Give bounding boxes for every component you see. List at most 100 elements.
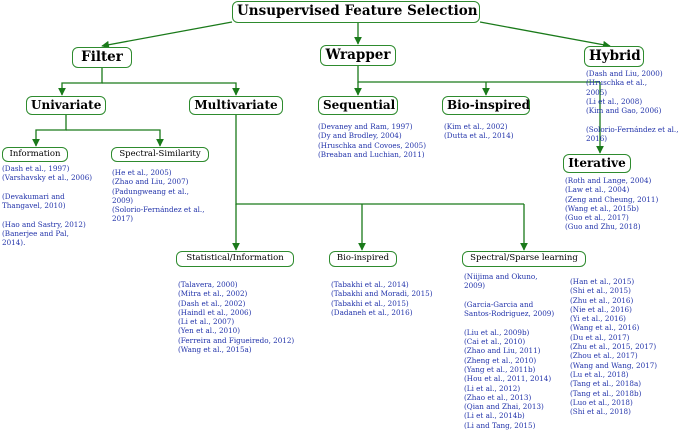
edge-filter-multivariate — [102, 82, 240, 96]
reference-line: (Li et al., 2012) — [464, 383, 521, 393]
edge-root-hybrid — [479, 21, 611, 49]
reference-line: (Cai et al., 2010) — [464, 337, 526, 347]
bio-inspired-multivariate-references: (Tabakhi et al., 2014)(Tabakhi and Morad… — [331, 280, 433, 317]
edge-univariate-spectral — [66, 129, 164, 147]
reference-line — [586, 115, 679, 124]
reference-line: (Guo et al., 2017) — [565, 213, 629, 223]
edge-wrapper-split — [357, 66, 600, 83]
reference-line — [2, 183, 92, 192]
hybrid-references: (Dash and Liu, 2000)(Hruschka et al.,200… — [586, 69, 679, 143]
reference-line — [464, 291, 554, 300]
edge-root-filter — [101, 21, 233, 49]
reference-line: (Tabakhi and Moradi, 2015) — [331, 289, 433, 299]
reference-line: (Breaban and Luchian, 2011) — [318, 149, 425, 159]
reference-line: (Devaney and Ram, 1997) — [318, 122, 413, 131]
reference-line: 2009) — [112, 195, 134, 205]
reference-line: (Qian and Zhai, 2013) — [464, 402, 544, 412]
root-node: Unsupervised Feature Selection — [232, 1, 480, 23]
reference-line: (Law et al., 2004) — [565, 185, 630, 195]
reference-line: (Solorio-Fernández et al., — [586, 124, 679, 134]
spectral-sparse-references-col1: (Niijima and Okuno,2009) (Garcia-Garcia … — [464, 272, 554, 430]
reference-line: (Mitra et al., 2002) — [178, 289, 248, 299]
reference-line: 2005) — [586, 87, 608, 97]
edge-filter-split — [58, 67, 103, 96]
reference-line: (Dash et al., 2002) — [178, 298, 246, 308]
reference-line: (Zhu et al., 2015, 2017) — [570, 342, 657, 352]
multivariate-node: Multivariate — [189, 96, 283, 115]
reference-line: Santos-Rodriguez, 2009) — [464, 309, 555, 319]
reference-line — [2, 210, 92, 219]
reference-line: 2016) — [586, 134, 608, 144]
reference-line: (Dutta et al., 2014) — [444, 131, 514, 141]
reference-line: (Li et al., 2014b) — [464, 411, 525, 421]
reference-line: (Zeng and Cheung, 2011) — [565, 194, 659, 204]
bio-inspired-multivariate-node: Bio-inspired — [329, 251, 397, 267]
edge-univariate-information — [32, 114, 67, 147]
reference-line: (Banerjee and Pal, — [2, 229, 69, 239]
univariate-node: Univariate — [26, 96, 106, 115]
reference-line: (Lu et al., 2018) — [570, 369, 629, 379]
reference-line: (Wang et al., 2015a) — [178, 345, 252, 355]
reference-line: (Yen et al., 2010) — [178, 326, 241, 336]
bio-inspired-wrapper-node: Bio-inspired — [442, 96, 530, 115]
reference-line: (Liu et al., 2009b) — [464, 327, 530, 337]
reference-line — [464, 318, 554, 327]
wrapper-node: Wrapper — [320, 45, 396, 66]
reference-line: (Niijima and Okuno, — [464, 272, 538, 281]
reference-line: (Tang et al., 2018a) — [570, 379, 642, 389]
reference-line: (Roth and Lange, 2004) — [565, 176, 652, 185]
spectral-similarity-node: Spectral-Similarity — [111, 147, 209, 162]
reference-line: (Tabakhi et al., 2015) — [331, 298, 409, 308]
reference-line: (Solorio-Fernández et al., — [112, 205, 205, 215]
filter-node: Filter — [72, 47, 132, 68]
iterative-references: (Roth and Lange, 2004)(Law et al., 2004)… — [565, 176, 658, 232]
bio-inspired-wrapper-references: (Kim et al., 2002)(Dutta et al., 2014) — [444, 122, 514, 141]
reference-line: 2009) — [464, 281, 486, 291]
reference-line: (Yi et al., 2016) — [570, 314, 626, 324]
reference-line: (Talavera, 2000) — [178, 280, 238, 289]
reference-line: (Yang et al., 2011b) — [464, 364, 536, 374]
reference-line: (Zhao and Liu, 2007) — [112, 177, 189, 187]
reference-line: (Dash and Liu, 2000) — [586, 69, 663, 78]
reference-line: (Tabakhi et al., 2014) — [331, 280, 409, 289]
spectral-similarity-references: (He et al., 2005)(Zhao and Liu, 2007)(Pa… — [112, 168, 205, 224]
reference-line: (Wang et al., 2016) — [570, 323, 640, 333]
spectral-sparse-node: Spectral/Sparse learning — [462, 251, 586, 267]
reference-line: (Nie et al., 2016) — [570, 304, 632, 314]
reference-line: (He et al., 2005) — [112, 168, 172, 177]
reference-line: (Dadaneh et al., 2016) — [331, 307, 413, 317]
reference-line: (Dash et al., 1997) — [2, 164, 70, 173]
reference-line: (Wang et al., 2015b) — [565, 203, 639, 213]
reference-line: Thangavel, 2010) — [2, 201, 66, 211]
information-references: (Dash et al., 1997)(Varshavsky et al., 2… — [2, 164, 92, 248]
reference-line: (Shi et al., 2015) — [570, 286, 631, 296]
reference-line: (Wang and Wang, 2017) — [570, 360, 658, 370]
reference-line: (Kim and Gao, 2006) — [586, 106, 662, 116]
iterative-node: Iterative — [563, 154, 631, 173]
reference-line: (Ferreira and Figueiredo, 2012) — [178, 335, 295, 345]
reference-line: (Zhou et al., 2017) — [570, 351, 638, 361]
reference-line: (Hruschka et al., — [586, 78, 647, 88]
reference-line: (Zhao et al., 2013) — [464, 392, 532, 402]
reference-line: (Haindl et al., 2006) — [178, 307, 252, 317]
reference-line: (Devakumari and — [2, 191, 65, 201]
reference-line: (Li et al., 2007) — [178, 317, 235, 327]
reference-line: (Luo et al., 2018) — [570, 397, 633, 407]
statistical-information-references: (Talavera, 2000)(Mitra et al., 2002)(Das… — [178, 280, 294, 354]
reference-line: (Dy and Brodley, 2004) — [318, 131, 402, 141]
reference-line: (Zhao and Liu, 2011) — [464, 346, 541, 356]
reference-line: 2014). — [2, 238, 26, 248]
reference-line: (Garcia-Garcia and — [464, 299, 534, 309]
reference-line: (Li and Tang, 2015) — [464, 420, 536, 430]
reference-line: (Kim et al., 2002) — [444, 122, 508, 131]
spectral-sparse-references-col2: (Han et al., 2015)(Shi et al., 2015)(Zhu… — [570, 277, 657, 416]
information-node: Information — [2, 147, 68, 162]
sequential-node: Sequential — [318, 96, 398, 115]
hybrid-node: Hybrid — [584, 46, 644, 67]
reference-line: (Hou et al., 2011, 2014) — [464, 374, 552, 384]
reference-line: (Shi et al., 2018) — [570, 407, 631, 417]
reference-line: (Li et al., 2008) — [586, 96, 643, 106]
reference-line: (Tang et al., 2018b) — [570, 388, 642, 398]
reference-line: (Hruschka and Covoes, 2005) — [318, 140, 427, 150]
